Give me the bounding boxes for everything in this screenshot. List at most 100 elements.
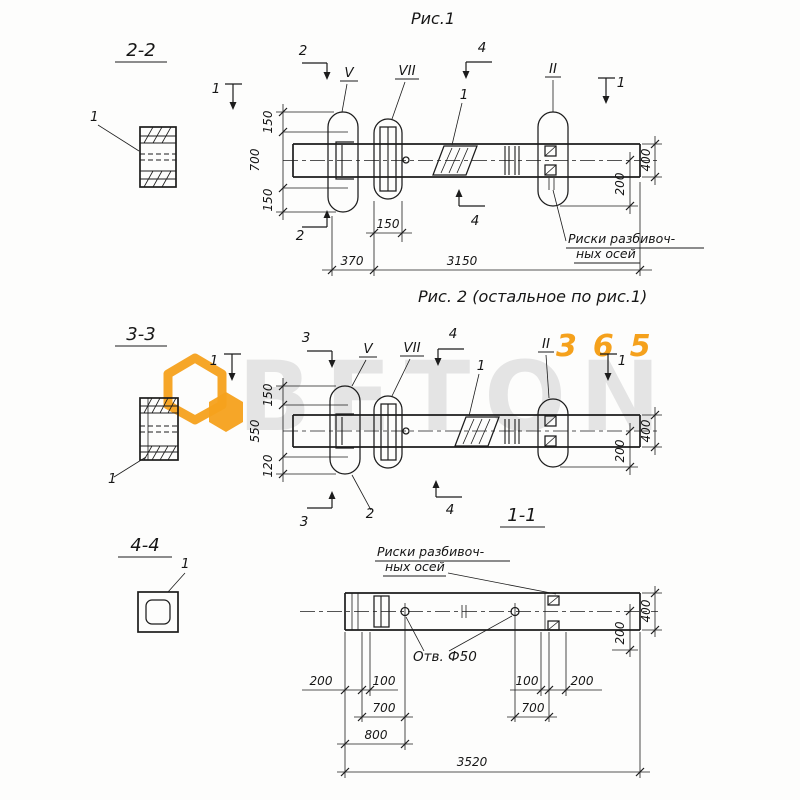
fig1-title: Рис.1	[411, 9, 455, 28]
fig2-right-clip-bottom	[544, 435, 557, 447]
fig3-dim-3520: 3520	[457, 755, 488, 769]
fig1-pos-v: V	[344, 65, 355, 81]
fig3-detail-inner-tube	[145, 599, 171, 625]
fig2-position-labels: V VII II	[351, 336, 554, 399]
fig2-dim-120: 120	[261, 454, 275, 477]
fig2-dim-200: 200	[613, 439, 627, 462]
fig1-note-line2: ных осей	[576, 246, 636, 261]
fig1-left-bracket	[335, 141, 354, 180]
fig2-pos-v: V	[363, 341, 374, 357]
fig1-cut1-right-label: 1	[617, 75, 626, 91]
fig2-detail-outline	[139, 397, 179, 461]
fig1-cut4-bottom-label: 4	[471, 213, 480, 229]
fig1-dim-700: 700	[248, 148, 262, 171]
fig1-pos-ii: II	[549, 61, 557, 77]
fig1-pos-vii: VII	[398, 63, 415, 79]
fig2-dim-150: 150	[261, 383, 275, 406]
fig2-hatched-element	[454, 416, 500, 447]
fig3-dim-800: 800	[365, 728, 388, 742]
fig2-title: Рис. 2 (остальное по рис.1)	[418, 287, 647, 306]
fig1-support-capsule-middle	[373, 118, 403, 200]
fig1-item1-label: 1	[460, 87, 469, 103]
fig1-dim-370: 370	[341, 254, 364, 268]
fig3-dim-400: 400	[639, 599, 653, 622]
fig3-dim-200-left: 200	[310, 674, 333, 688]
fig3-section-label-text: 4-4	[130, 535, 159, 556]
fig3-note: Риски разбивоч- ных осей	[375, 544, 557, 595]
fig1-support-capsule-right	[537, 111, 569, 207]
fig1-right-clip-top	[544, 145, 557, 157]
fig3-right-clip-bottom	[547, 620, 560, 631]
fig3-detail-item-label: 1	[181, 556, 190, 572]
fig2-pin-circle	[402, 427, 410, 435]
fig2-cut4-top-label: 4	[449, 326, 458, 342]
fig2-cut4-bottom-label: 4	[446, 502, 455, 518]
fig2-plan	[283, 385, 658, 475]
fig2: Рис. 2 (остальное по рис.1) 3-3 1	[108, 287, 662, 530]
fig1-pin-circle	[402, 156, 410, 164]
fig1-position-labels: V VII II	[340, 61, 561, 120]
fig1-cut1-left-label: 1	[212, 81, 221, 97]
fig1-note: Риски разбивоч- ных осей	[552, 189, 704, 264]
fig2-detail-view: 1	[108, 397, 179, 487]
fig2-support-capsule-left	[329, 385, 361, 475]
fig3-elevation	[300, 592, 658, 631]
fig3-note-line1: Риски разбивоч-	[377, 544, 485, 559]
fig2-item1-label: 1	[477, 358, 486, 374]
fig3-dim-100-right: 100	[516, 674, 539, 688]
fig1-section-label: 2-2	[115, 40, 167, 63]
fig1-detail-item-label: 1	[90, 109, 99, 125]
fig3-dim-700-left: 700	[373, 701, 396, 715]
fig2-cut1-right-label: 1	[618, 353, 627, 369]
fig2-cut3-bottom-label: 3	[300, 514, 309, 530]
fig2-item2-label: 2	[366, 506, 375, 522]
fig1-cut-marks: 2 2 4 4 1 1	[212, 40, 626, 244]
fig3-view-label: 1-1	[500, 505, 545, 528]
fig1-section-label-text: 2-2	[126, 40, 155, 61]
watermark-number-text: 365	[556, 329, 667, 364]
fig3-detail-view: 1	[137, 556, 190, 633]
fig2-right-clip-top	[544, 415, 557, 427]
fig1-plan	[283, 111, 658, 213]
fig3-dim-100-left: 100	[373, 674, 396, 688]
fig2-dim-550: 550	[248, 419, 262, 442]
fig2-dimensions: 150 550 120 400 200	[248, 378, 662, 482]
fig1-right-clip-bottom	[544, 164, 557, 176]
fig3-right-clip-top	[547, 595, 560, 606]
watermark-hexagon-solid	[209, 392, 243, 432]
fig2-support-capsule-middle	[373, 395, 403, 469]
fig1-dim-150-bottom: 150	[261, 188, 275, 211]
fig2-dim-400: 400	[639, 419, 653, 442]
fig1-note-line1: Риски разбивоч-	[568, 231, 676, 246]
watermark-brand-text: BETON	[238, 341, 674, 453]
fig2-item-labels: 1 2	[351, 358, 486, 522]
fig1-cut2-top-label: 2	[299, 43, 308, 59]
fig1-item-label: 1	[451, 87, 469, 146]
fig3-note-line2: ных осей	[385, 559, 445, 574]
watermark-hexagon-outline	[163, 353, 227, 425]
fig1-dimensions: 150 700 150 400 200 150	[248, 104, 662, 276]
watermark: BETON 365	[163, 329, 674, 453]
fig3-view-label-text: 1-1	[507, 505, 536, 526]
fig3-dim-700-right: 700	[522, 701, 545, 715]
fig3-detail-outline	[137, 591, 179, 633]
fig3-dim-200-right: 200	[571, 674, 594, 688]
fig1-dim-3150: 3150	[447, 254, 478, 268]
fig1-support-capsule-left	[327, 111, 359, 213]
fig2-section-label: 3-3	[115, 324, 167, 347]
fig1-hatched-element	[432, 145, 478, 176]
fig3-hole-callout: Отв. Ф50	[405, 615, 513, 665]
fig1-dim-400: 400	[639, 148, 653, 171]
fig2-cut1-left-label: 1	[210, 353, 219, 369]
fig3: 4-4 1 1-1 Риски разбивоч- ных осей	[118, 505, 662, 778]
fig1: Рис.1 2-2 1	[90, 9, 704, 276]
fig2-support-capsule-right	[537, 398, 569, 468]
fig1-cut2-bottom-label: 2	[296, 228, 305, 244]
fig2-cut-marks: 3 3 4 4 1 1	[210, 326, 627, 530]
fig2-cut3-top-label: 3	[302, 330, 311, 346]
fig2-pos-vii: VII	[403, 340, 420, 356]
fig3-section-label: 4-4	[118, 535, 172, 558]
fig2-section-label-text: 3-3	[126, 324, 155, 345]
